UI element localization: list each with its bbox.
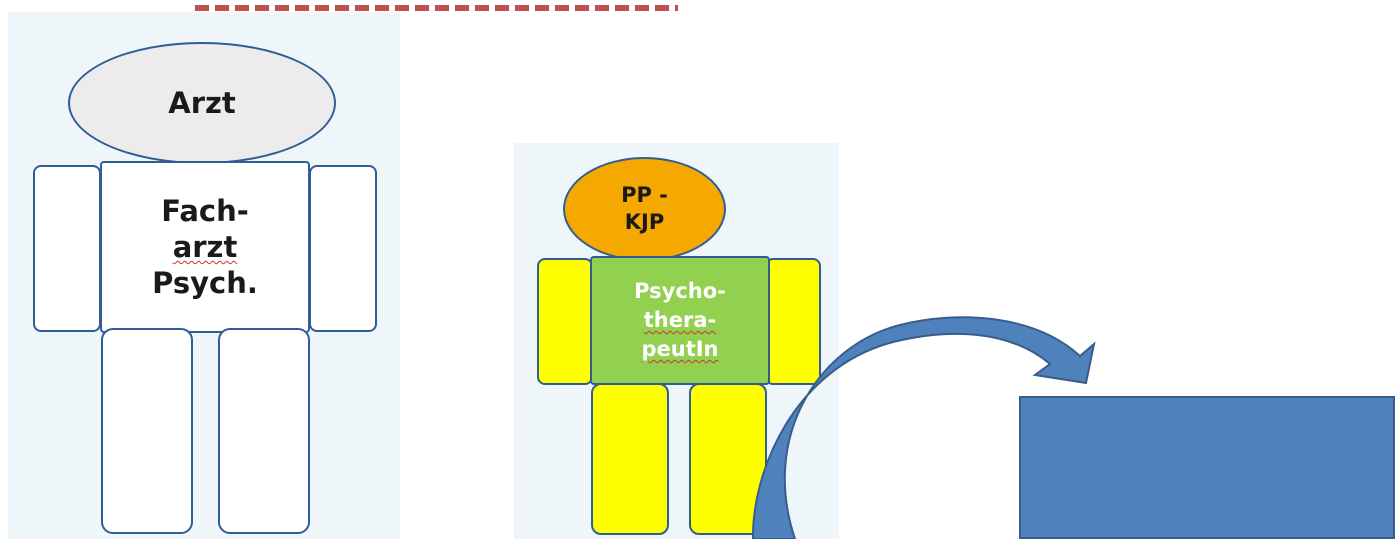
left-arm [537, 258, 593, 385]
head-line-2: KJP [624, 210, 665, 234]
torso-line-3: Psych. [152, 266, 258, 300]
right-leg [218, 328, 310, 534]
torso-line-1: Psycho- [634, 279, 726, 303]
head-line-1: PP - [621, 183, 668, 207]
torso-line-2: arzt [172, 230, 238, 264]
torso-line-2: thera- [643, 308, 717, 332]
right-arm [309, 165, 377, 332]
curved-arrow-shape [751, 316, 1096, 539]
head-pp-kjp: PP - KJP [563, 157, 726, 261]
head-arzt: Arzt [68, 42, 336, 164]
torso-line-1: Fach- [161, 194, 249, 228]
figure-arzt: Arzt Fach- arzt Psych. [8, 12, 400, 539]
head-label: Arzt [168, 86, 236, 120]
torso-psychotherapeutin: Psycho- thera- peutIn [590, 256, 770, 385]
target-box [1019, 396, 1395, 539]
left-leg [591, 383, 669, 535]
left-leg [101, 328, 193, 534]
torso-line-3: peutIn [641, 337, 719, 361]
torso-arzt: Fach- arzt Psych. [100, 161, 310, 333]
